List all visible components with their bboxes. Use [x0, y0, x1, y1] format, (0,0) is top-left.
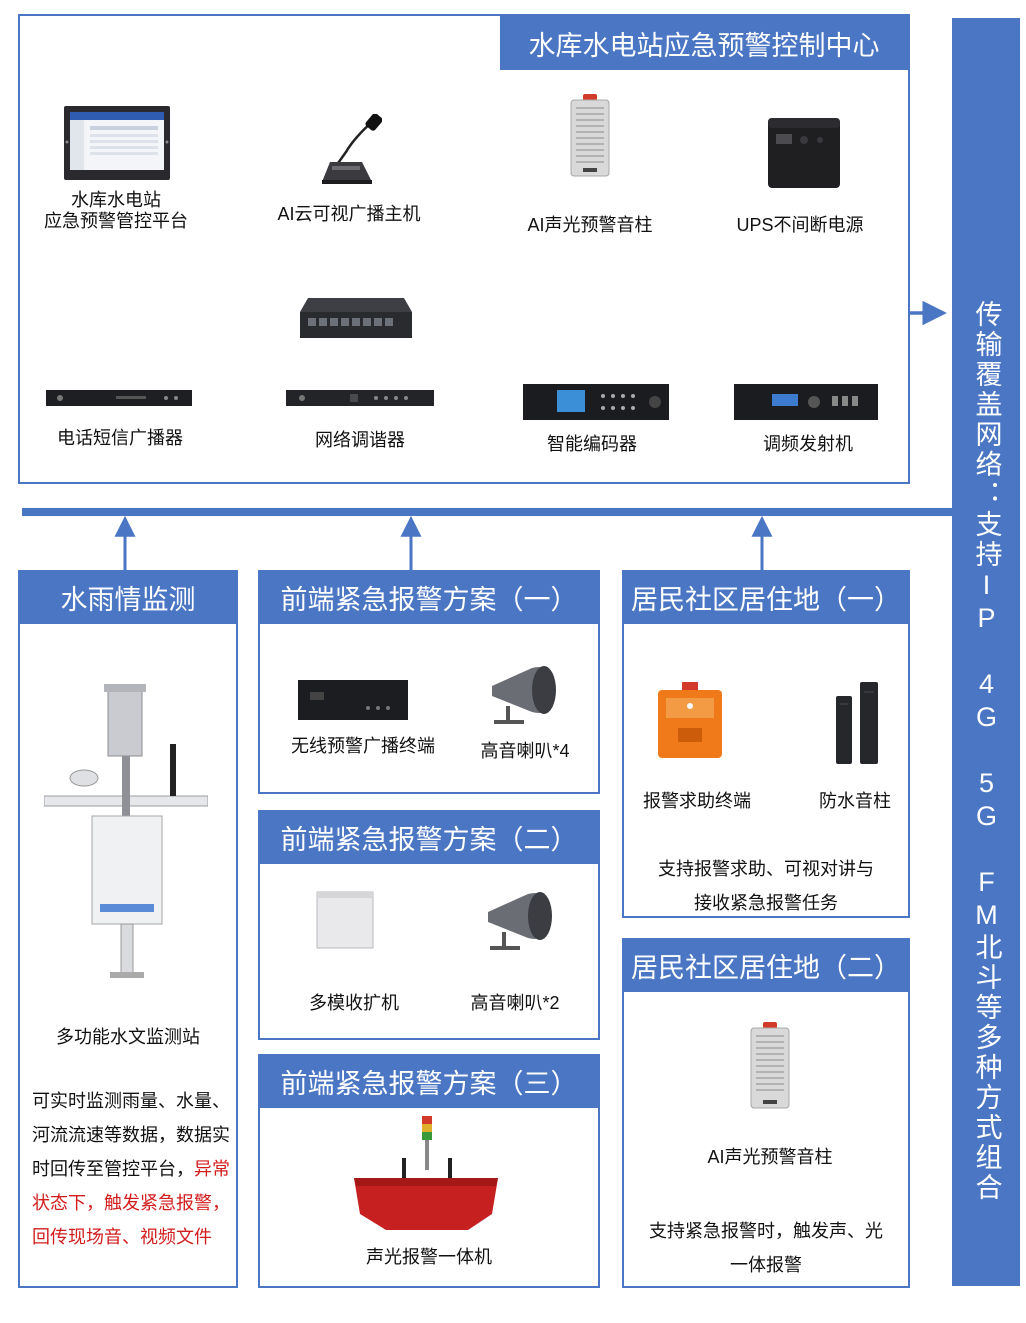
network-tuner-icon — [286, 388, 434, 408]
wireless-terminal-icon — [298, 680, 408, 720]
network-banner: 传输覆盖网络：支持IP 4G 5G FM北斗等多种方式组合 — [952, 18, 1020, 1286]
receiver-amplifier-label: 多模收扩机 — [309, 993, 399, 1013]
phone-sms-broadcaster-label: 电话短信广播器 — [57, 428, 183, 448]
control-center-title: 水库水电站应急预警控制中心 — [500, 16, 908, 70]
plan2-title: 前端紧急报警方案（二） — [258, 810, 600, 864]
community1-description: 支持报警求助、可视对讲与 接收紧急报警任务 — [658, 859, 874, 913]
network-tuner-label: 网络调谐器 — [315, 430, 405, 450]
horn-speaker-2-label: 高音喇叭*2 — [470, 993, 560, 1013]
network-banner-text: 传输覆盖网络：支持IP 4G 5G FM北斗等多种方式组合 — [971, 300, 1002, 1203]
sound-column-label: AI声光预警音柱 — [527, 215, 653, 235]
encoder-icon — [523, 384, 669, 420]
microphone-host-icon — [318, 113, 383, 186]
community2-device-label: AI声光预警音柱 — [707, 1147, 833, 1167]
community2-title: 居民社区居住地（二） — [622, 938, 910, 992]
fm-transmitter-label: 调频发射机 — [763, 434, 853, 454]
alarm-light-unit-icon — [352, 1116, 500, 1234]
hydro-description: 可实时监测雨量、水量、河流流速等数据，数据实时回传至管控平台，异常状态下，触发紧… — [32, 1084, 232, 1254]
network-switch-icon — [298, 294, 414, 342]
ups-icon — [764, 114, 844, 190]
fm-transmitter-icon — [734, 384, 878, 420]
waterproof-column-label: 防水音柱 — [819, 791, 891, 811]
sound-column-icon — [567, 94, 613, 178]
community1-title: 居民社区居住地（一） — [622, 570, 910, 624]
platform-label: 水库水电站 应急预警管控平台 — [44, 190, 188, 231]
horn-speaker-2-icon — [484, 888, 556, 952]
help-terminal-label: 报警求助终端 — [643, 791, 751, 811]
plan1-title: 前端紧急报警方案（一） — [258, 570, 600, 624]
phone-sms-broadcaster-icon — [46, 388, 192, 408]
receiver-amplifier-icon — [315, 890, 375, 950]
plan3-title: 前端紧急报警方案（三） — [258, 1054, 600, 1108]
wireless-terminal-label: 无线预警广播终端 — [291, 736, 435, 756]
hydrology-station-icon — [43, 684, 209, 986]
waterproof-column-icon — [834, 682, 882, 764]
horn-speaker-icon — [488, 662, 560, 726]
ups-label: UPS不间断电源 — [736, 215, 864, 235]
hydro-device-label: 多功能水文监测站 — [56, 1027, 200, 1047]
hydro-title: 水雨情监测 — [18, 570, 238, 624]
hydro-desc-normal: 可实时监测雨量、水量、河流流速等数据，数据实时回传至管控平台， — [32, 1091, 230, 1179]
sound-column-2-icon — [748, 1022, 792, 1110]
community2-description: 支持紧急报警时，触发声、光 一体报警 — [649, 1221, 883, 1275]
alarm-light-unit-label: 声光报警一体机 — [366, 1247, 492, 1267]
help-terminal-icon — [656, 682, 724, 760]
hydro-desc-alert: 异常状态下，触发紧急报警，回传现场音、视频文件 — [32, 1159, 230, 1247]
horn-speaker-label: 高音喇叭*4 — [480, 741, 570, 761]
broadcast-host-label: AI云可视广播主机 — [277, 204, 421, 224]
monitor-platform-icon — [62, 104, 172, 182]
encoder-label: 智能编码器 — [547, 434, 637, 454]
